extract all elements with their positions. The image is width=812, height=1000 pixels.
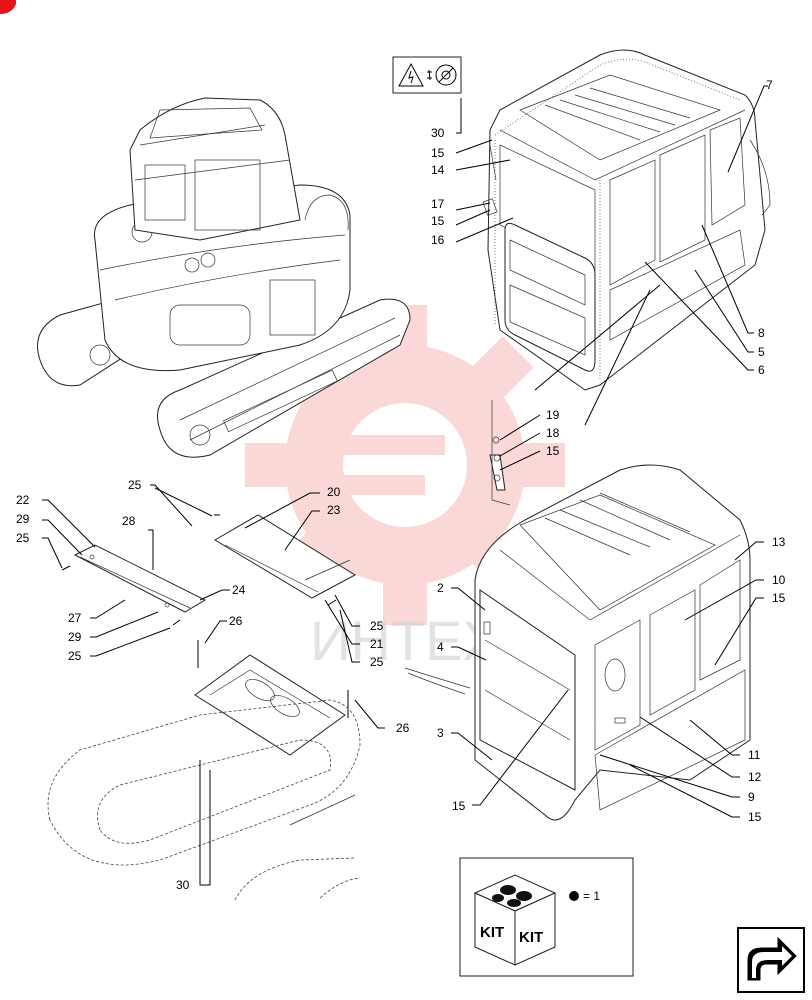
callout-19: 19 [546,408,560,422]
callout-15-e: 15 [772,591,786,605]
kit-carton-icon: KIT KIT [473,874,557,966]
floor-panels [61,514,357,626]
callout-9: 9 [748,790,755,804]
warning-decal [392,56,462,94]
callout-16: 16 [431,233,445,247]
callout-10: 10 [772,573,786,587]
leader-lines [42,85,768,886]
callout-15-f: 15 [748,810,762,824]
watermark-text: ИНТЕХ [310,609,500,672]
callout-29-a: 29 [16,512,30,526]
callout-11: 11 [748,748,761,762]
callout-2: 2 [437,581,444,595]
callout-30-decal: 30 [431,126,445,140]
callout-3: 3 [437,726,444,740]
callout-15-c: 15 [546,444,560,458]
callout-25-a: 25 [128,478,142,492]
hinge-detail [489,400,511,506]
floor-plate [194,640,349,756]
warning-triangle-icon [398,62,424,87]
callout-25-e: 25 [370,655,384,669]
callout-14: 14 [431,163,445,177]
cab-assembly-upper [482,49,771,391]
callout-7: 7 [766,78,773,92]
track-outline [47,699,361,901]
callout-18: 18 [546,426,560,440]
cab-assembly-lower [404,464,751,821]
callout-15-a: 15 [431,146,445,160]
callout-8: 8 [758,326,765,340]
callout-26-b: 26 [396,721,410,735]
callout-25-c: 25 [68,649,82,663]
brand-corner-mark [0,0,16,14]
bullet-dot-icon [569,891,579,901]
callout-26-a: 26 [229,614,243,628]
callout-25-b: 25 [16,531,30,545]
callout-4: 4 [437,640,444,654]
kit-label-left: KIT [480,924,504,941]
callout-6: 6 [758,363,765,377]
excavator-illustration [37,97,411,458]
callout-17: 17 [431,197,445,211]
callout-22: 22 [16,493,30,507]
callout-27: 27 [68,611,82,625]
callout-25-d: 25 [370,619,384,633]
no-entry-circle-icon [435,64,457,86]
next-page-arrow-icon[interactable] [737,927,805,993]
callout-30-plate: 30 [176,878,190,892]
callout-15-d: 15 [452,799,466,813]
callout-15-b: 15 [431,214,445,228]
callout-20: 20 [327,485,341,499]
kit-label-right: KIT [519,929,543,946]
callout-29-b: 29 [68,630,82,644]
callout-24: 24 [232,583,246,597]
callout-13: 13 [772,535,786,549]
callout-28: 28 [122,514,136,528]
callout-5: 5 [758,345,765,359]
callout-12: 12 [748,770,762,784]
callout-23: 23 [327,503,341,517]
kit-box: KIT KIT = 1 [459,857,634,977]
callout-21: 21 [370,637,384,651]
kit-legend-value: = 1 [583,889,600,903]
